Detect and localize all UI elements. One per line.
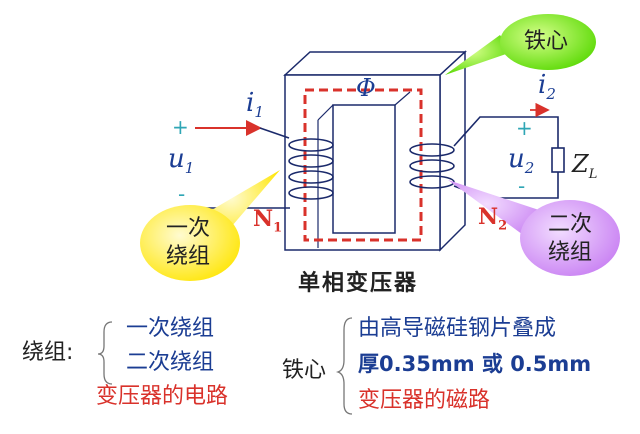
load-label: ZL	[572, 150, 598, 182]
core-summary: 变压器的磁路	[358, 388, 491, 413]
primary-turns-label: N1	[253, 206, 283, 236]
secondary-current-label: i2	[538, 70, 556, 104]
flux-path	[303, 88, 423, 242]
watermark: 头条	[596, 413, 621, 427]
core-callout	[445, 14, 596, 75]
primary-plus-sign: +	[172, 115, 189, 139]
primary-winding	[288, 138, 334, 200]
secondary-callout-line2: 绕组	[548, 240, 593, 265]
winding-item-secondary: 二次绕组	[126, 350, 215, 375]
secondary-minus-sign: -	[518, 174, 526, 198]
secondary-circuit	[453, 116, 559, 199]
winding-notes-label: 绕组:	[22, 340, 74, 365]
primary-winding-callout	[140, 170, 280, 281]
primary-voltage-label: u1	[168, 144, 195, 178]
load-resistor	[551, 147, 565, 173]
iron-core	[283, 50, 467, 252]
diagram-caption: 单相变压器	[298, 271, 419, 296]
notes-brace-right	[335, 317, 353, 415]
winding-summary: 变压器的电路	[96, 384, 229, 409]
core-callout-text: 铁心	[524, 29, 569, 54]
secondary-plus-sign: +	[516, 116, 533, 140]
secondary-turns-label: N2	[478, 204, 508, 234]
notes-brace-left	[97, 321, 113, 385]
winding-item-primary: 一次绕组	[126, 316, 215, 341]
primary-minus-sign: -	[178, 182, 186, 206]
secondary-voltage-label: u2	[508, 144, 535, 178]
primary-callout-line1: 一次	[166, 216, 211, 241]
core-notes-label: 铁心	[282, 358, 327, 383]
flux-label: Φ	[356, 74, 376, 102]
core-item-material: 由高导磁硅钢片叠成	[358, 316, 557, 341]
primary-current-label: i1	[246, 88, 264, 122]
secondary-callout-line1: 二次	[548, 212, 593, 237]
secondary-winding-callout	[448, 180, 620, 276]
primary-callout-line2: 绕组	[166, 244, 211, 269]
core-item-thickness: 厚0.35mm 或 0.5mm	[358, 352, 592, 376]
